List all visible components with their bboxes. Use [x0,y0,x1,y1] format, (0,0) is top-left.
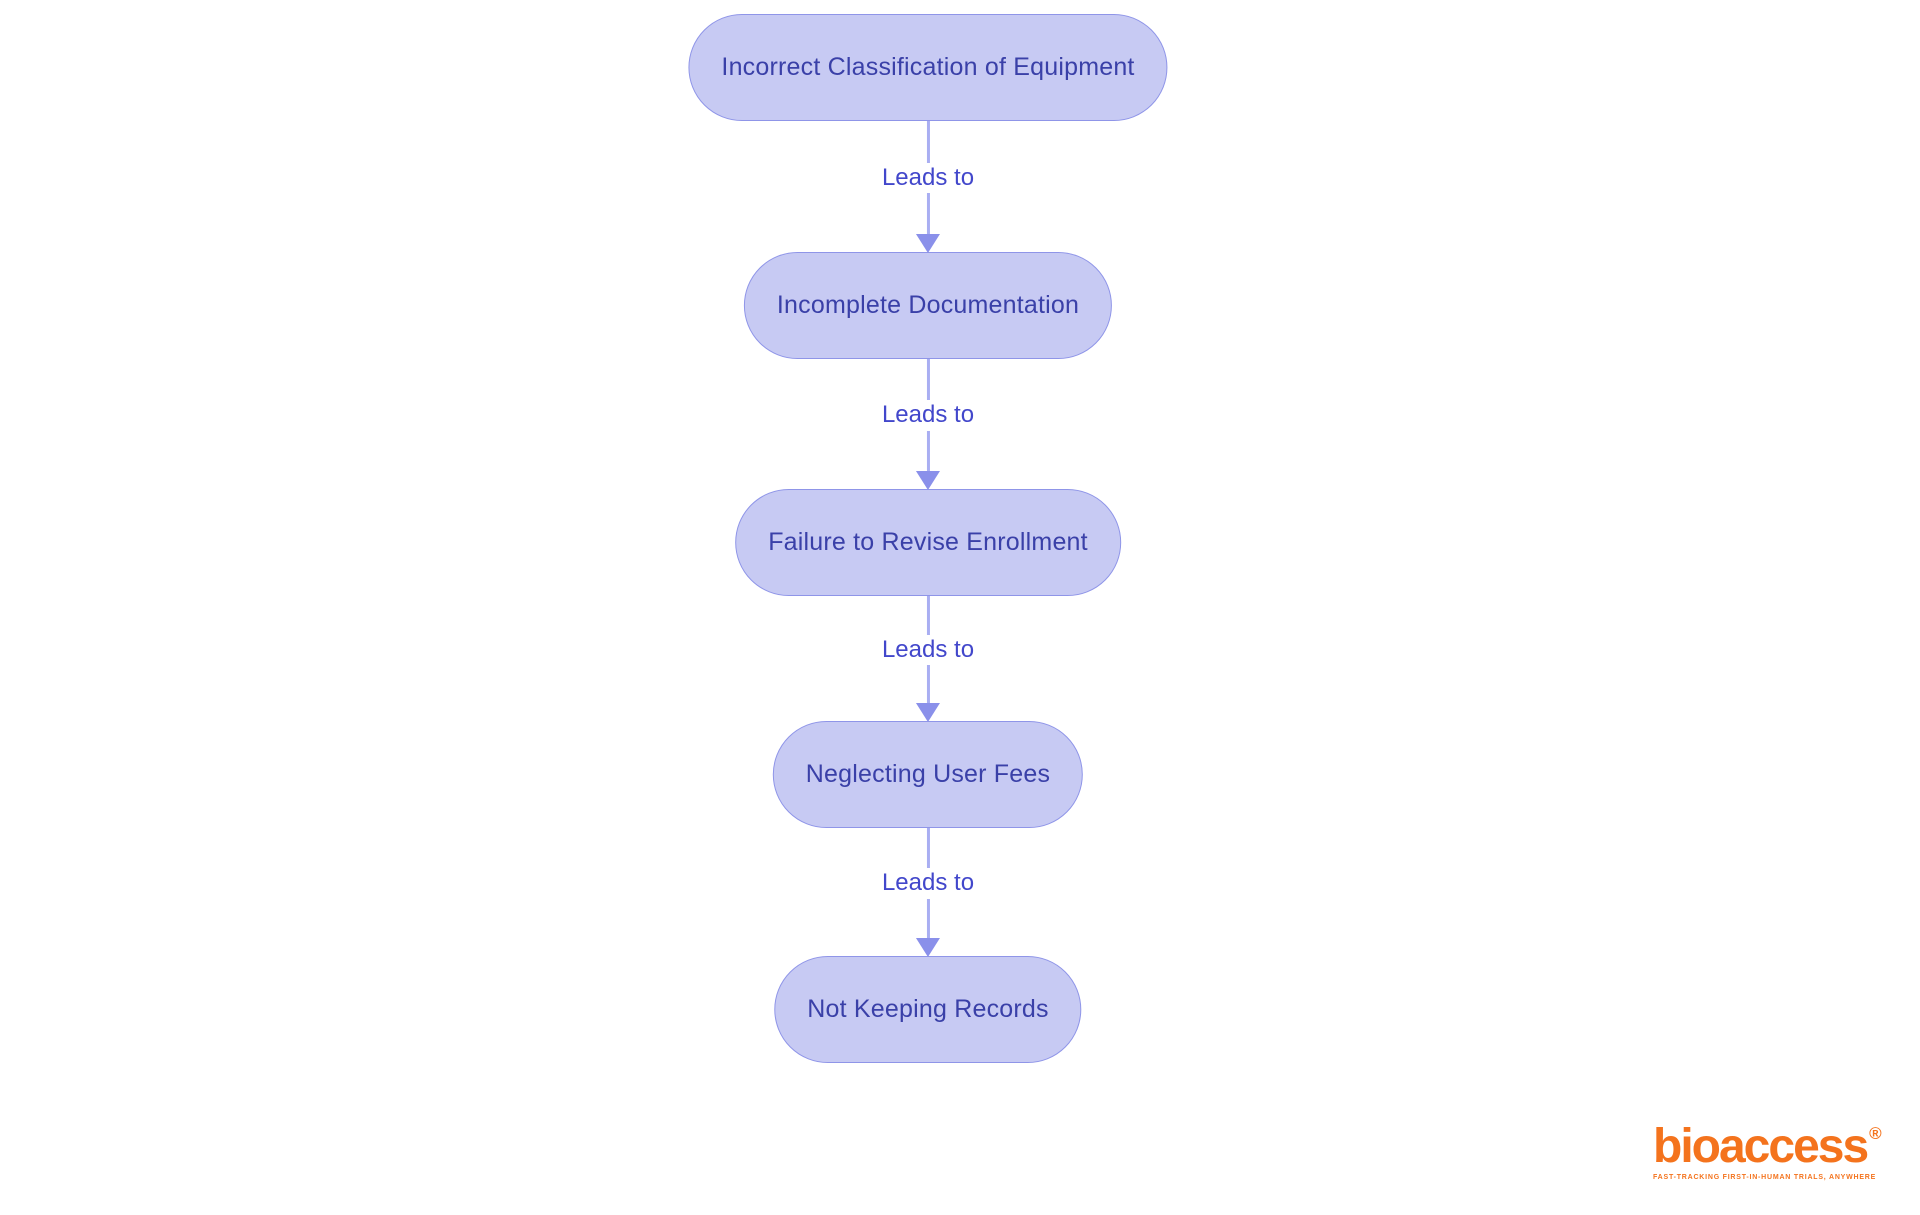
flowchart-node-failure-to-revise-enrollment: Failure to Revise Enrollment [735,489,1121,596]
logo-wordmark-row: bioaccess ® [1653,1120,1882,1173]
node-label: Not Keeping Records [807,995,1049,1023]
node-label: Failure to Revise Enrollment [768,528,1088,556]
arrowhead-down-icon [915,471,940,491]
connector-1: Leads to [876,121,980,254]
arrowhead-down-icon [915,938,940,958]
arrowhead-down-icon [915,703,940,723]
arrowhead-down-icon [915,234,940,254]
flowchart-node-incorrect-classification: Incorrect Classification of Equipment [688,14,1168,121]
connector-line [926,121,930,163]
connector-label: Leads to [876,634,980,666]
connector-line [926,193,930,236]
logo-wordmark: bioaccess [1653,1120,1869,1173]
connector-4: Leads to [876,828,980,958]
connector-line [926,596,930,635]
connector-3: Leads to [876,596,980,723]
node-label: Incomplete Documentation [776,291,1080,319]
connector-line [926,430,930,473]
connector-2: Leads to [876,359,980,491]
node-label: Incorrect Classification of Equipment [721,53,1135,81]
flowchart-node-neglecting-user-fees: Neglecting User Fees [772,721,1084,828]
flowchart-node-incomplete-documentation: Incomplete Documentation [743,252,1113,359]
connector-label: Leads to [876,162,980,194]
connector-line [926,828,930,869]
bioaccess-logo: bioaccess ® FAST-TRACKING FIRST-IN-HUMAN… [1653,1120,1882,1181]
connector-line [926,665,930,705]
connector-label: Leads to [876,400,980,431]
flowchart-node-not-keeping-records: Not Keeping Records [774,956,1082,1063]
registered-trademark-icon: ® [1869,1124,1882,1143]
connector-label: Leads to [876,868,980,899]
connector-line [926,359,930,401]
node-label: Neglecting User Fees [805,760,1051,788]
connector-line [926,898,930,940]
logo-tagline: FAST-TRACKING FIRST-IN-HUMAN TRIALS, ANY… [1653,1173,1877,1181]
